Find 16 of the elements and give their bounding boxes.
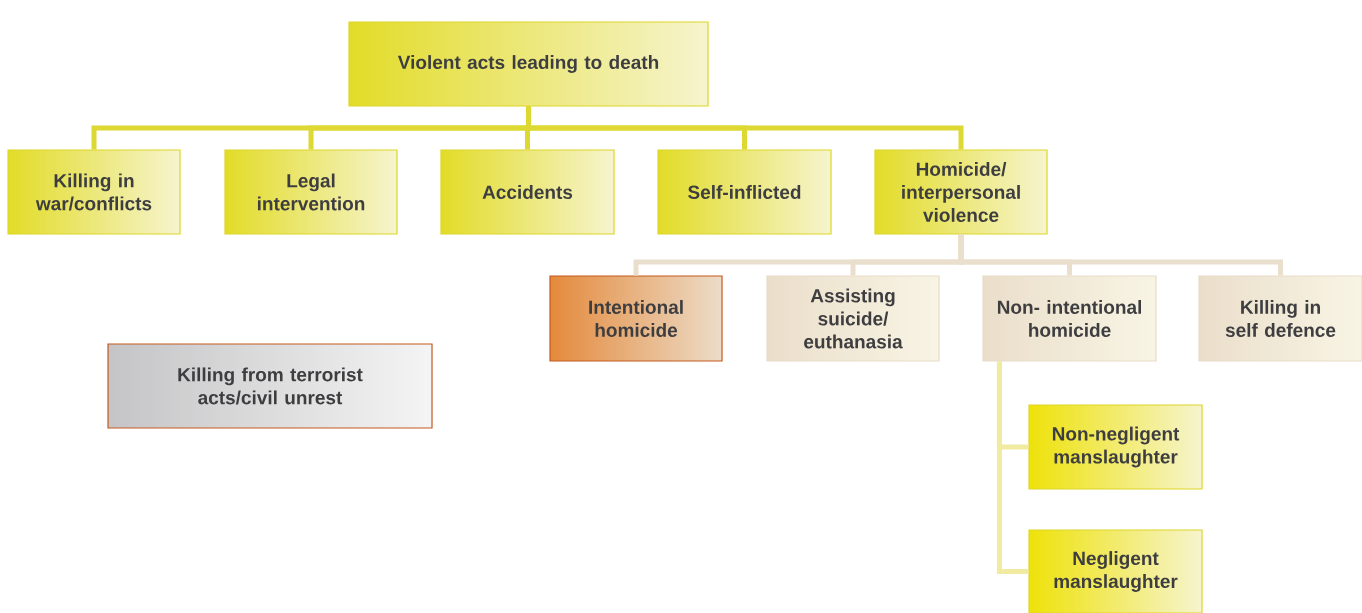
category-box: Legal intervention xyxy=(224,149,398,235)
category-box: Violent acts leading to death xyxy=(348,21,709,107)
category-box: Negligent manslaughter xyxy=(1028,529,1203,613)
category-box: Non- intentional homicide xyxy=(982,275,1157,362)
connector-line xyxy=(996,361,1029,574)
category-box: Killing in self defence xyxy=(1198,275,1362,362)
category-box: Killing in war/conflicts xyxy=(7,149,181,235)
connector-line xyxy=(958,234,1283,276)
category-box: Non-negligent manslaughter xyxy=(1028,404,1203,490)
category-box: Intentional homicide xyxy=(549,275,723,362)
category-box: Assisting suicide/ euthanasia xyxy=(766,275,940,362)
category-box: Homicide/ interpersonal violence xyxy=(874,149,1048,235)
category-box: Killing from terrorist acts/civil unrest xyxy=(107,343,433,429)
category-box: Self-inflicted xyxy=(657,149,832,235)
connector-line xyxy=(526,106,964,150)
category-box: Accidents xyxy=(440,149,615,235)
